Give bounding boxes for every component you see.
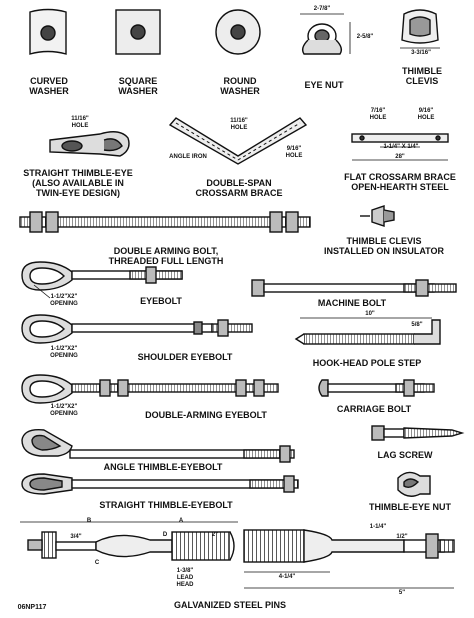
hook-length-dim: 10" (365, 311, 375, 317)
straight-thimble-eyebolt-drawing (21, 473, 299, 495)
straight-thimble-eyebolt-label: STRAIGHT THIMBLE-EYEBOLT (99, 500, 233, 510)
eyebolt-drawing (21, 261, 183, 299)
thimble-eye-hole-dim: 11/16" HOLE (71, 116, 89, 129)
thimble-eye-nut-label: THIMBLE-EYE NUT (369, 502, 451, 512)
eyebolt-label: EYEBOLT (140, 296, 182, 306)
thimble-clevis-installed-label: THIMBLE CLEVIS INSTALLED ON INSULATOR (324, 236, 444, 256)
pin-114-dim: 1-1/4" (369, 524, 387, 530)
brace-hole-side-dim: 9/16" HOLE (285, 146, 303, 159)
hook-gap-dim: 5/8" (411, 322, 423, 328)
pin-2-dim: 2" (211, 532, 219, 538)
shoulder-opening-dim: 1-1/2"X2" OPENING (50, 346, 78, 359)
flat-length-dim: 28" (395, 154, 405, 160)
carriage-bolt-label: CARRIAGE BOLT (336, 404, 412, 414)
flat-crossarm-brace-drawing (351, 133, 449, 161)
pin-12-dim: 1/2" (396, 534, 408, 540)
curved-washer-drawing (29, 8, 67, 55)
pin-5-dim: 5" (398, 590, 406, 596)
shoulder-eyebolt-drawing (21, 314, 253, 344)
pin-d-dim: D (162, 532, 168, 538)
pin-414-dim: 4-1/4" (278, 574, 296, 580)
flat-hole-left-dim: 7/16" HOLE (369, 108, 387, 121)
galvanized-pin-right-drawing (243, 529, 455, 589)
curved-washer-label: CURVED WASHER (29, 76, 69, 96)
figure-code: 06NP117 (17, 604, 47, 611)
straight-thimble-eye-drawing (49, 131, 130, 157)
lag-screw-drawing (371, 425, 465, 441)
machine-bolt-label: MACHINE BOLT (317, 298, 387, 308)
hook-head-pole-step-drawing (294, 317, 441, 345)
eye-nut-width-dim: 2-7/8" (313, 6, 331, 12)
angle-thimble-eyebolt-drawing (21, 429, 295, 463)
galvanized-pin-left-drawing (20, 521, 238, 561)
pin-b-dim: B (86, 518, 92, 524)
double-span-brace-drawing (168, 117, 308, 165)
eyebolt-opening-dim: 1-1/2"X2" OPENING (50, 294, 78, 307)
machine-bolt-drawing (251, 279, 457, 297)
thimble-clevis-drawing (400, 9, 440, 49)
round-washer-drawing (215, 9, 261, 55)
double-arming-eyebolt-label: DOUBLE-ARMING EYEBOLT (145, 410, 267, 420)
clevis-width-dim: 3-3/16" (411, 50, 431, 56)
lag-screw-label: LAG SCREW (377, 450, 433, 460)
square-washer-label: SQUARE WASHER (118, 76, 158, 96)
thimble-clevis-label: THIMBLE CLEVIS (402, 66, 442, 86)
flat-section-dim: 1-1/4" X 1/4" (383, 144, 419, 150)
double-arming-bolt-label: DOUBLE ARMING BOLT, THREADED FULL LENGTH (108, 246, 224, 266)
pin-c-dim: C (94, 560, 100, 566)
angle-iron-dim: ANGLE IRON (169, 154, 207, 160)
eye-nut-label: EYE NUT (304, 80, 344, 90)
angle-thimble-eyebolt-label: ANGLE THIMBLE-EYEBOLT (103, 462, 223, 472)
carriage-bolt-drawing (318, 379, 435, 397)
pin-138-dim: 1-3/8" LEAD HEAD (176, 568, 194, 588)
double-span-brace-label: DOUBLE-SPAN CROSSARM BRACE (195, 178, 283, 198)
eye-nut-drawing (300, 13, 351, 55)
flat-crossarm-brace-label: FLAT CROSSARM BRACE OPEN-HEARTH STEEL (344, 172, 456, 192)
galvanized-steel-pins-label: GALVANIZED STEEL PINS (173, 600, 286, 610)
round-washer-label: ROUND WASHER (220, 76, 260, 96)
shoulder-eyebolt-label: SHOULDER EYEBOLT (137, 352, 233, 362)
pin-a-dim: A (178, 518, 184, 524)
thimble-eye-nut-drawing (397, 471, 431, 497)
straight-thimble-eye-label: STRAIGHT THIMBLE-EYE (ALSO AVAILABLE IN … (23, 168, 133, 198)
eye-nut-height-dim: 2-5/8" (356, 34, 374, 40)
square-washer-drawing (115, 9, 161, 55)
double-arming-bolt-drawing (19, 211, 311, 233)
brace-hole-top-dim: 11/16" HOLE (230, 118, 248, 131)
flat-hole-right-dim: 9/16" HOLE (417, 108, 435, 121)
thimble-clevis-insulator-drawing (360, 205, 395, 227)
double-arming-eyebolt-drawing (21, 374, 279, 404)
hook-head-pole-step-label: HOOK-HEAD POLE STEP (312, 358, 422, 368)
double-opening-dim: 1-1/2"X2" OPENING (50, 404, 78, 417)
pin-34-dim: 3/4" (70, 534, 82, 540)
